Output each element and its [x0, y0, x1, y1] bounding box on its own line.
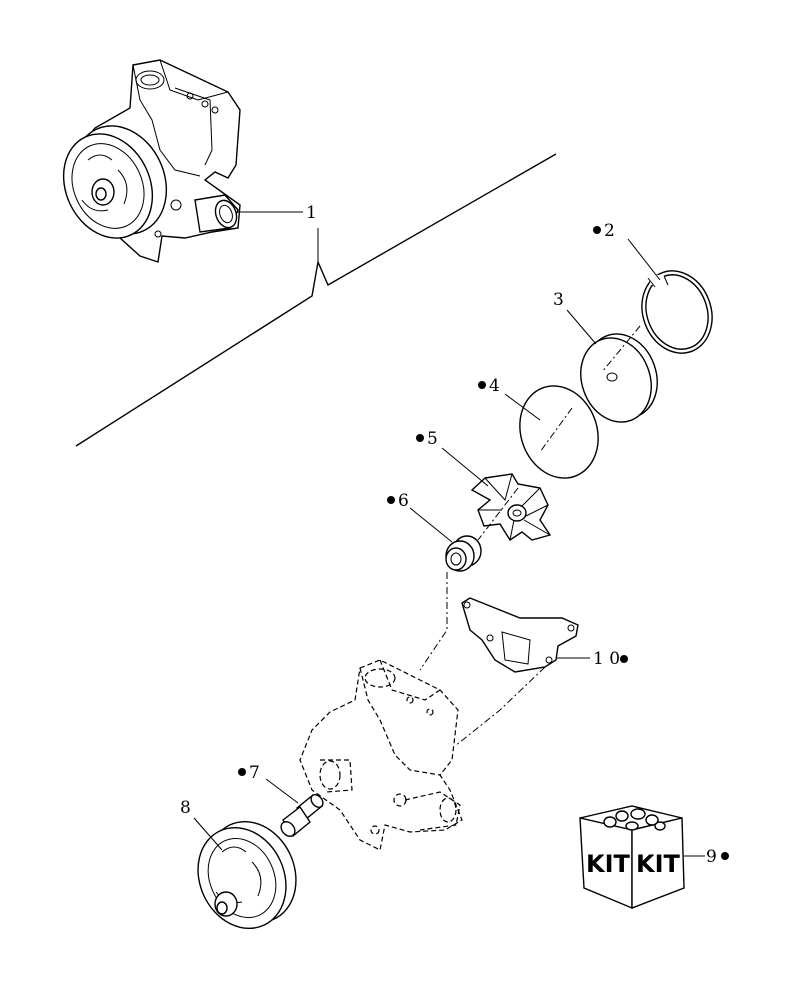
seal-bushing — [445, 535, 482, 572]
callout-7: 7 — [249, 763, 260, 783]
leader-3 — [566, 309, 597, 345]
callout-5: 5 — [427, 429, 438, 449]
axis-line-gasket — [454, 666, 546, 747]
kit-marker-dot-6 — [387, 496, 395, 504]
callout-8: 8 — [180, 798, 191, 818]
seal-plug — [580, 333, 658, 423]
pump-shaft — [280, 794, 324, 838]
kit-marker-dot-9 — [721, 852, 729, 860]
water-pump-assembly — [62, 59, 241, 263]
axis-line-shaft — [419, 572, 448, 671]
kit-marker-dot-2 — [593, 226, 601, 234]
leader-2 — [627, 238, 661, 281]
leader-6 — [409, 507, 453, 543]
kit-contents — [603, 808, 666, 831]
kit-marker-dot-4 — [478, 381, 486, 389]
leader-7 — [265, 778, 299, 804]
pump-housing-phantom — [299, 659, 463, 851]
kit-label-right: KIT — [636, 850, 681, 878]
callout-9: 9 — [706, 847, 717, 867]
callout-1: 1 — [306, 203, 317, 223]
kit-label-left: KIT — [586, 850, 631, 878]
callout-3: 3 — [553, 290, 564, 310]
leader-8 — [193, 817, 223, 851]
pulley — [197, 820, 297, 930]
impeller — [470, 473, 552, 541]
o-ring — [519, 385, 599, 479]
callout-4: 4 — [489, 376, 500, 396]
gasket — [461, 597, 579, 673]
kit-marker-dot-10 — [620, 655, 628, 663]
axis-line-upper — [477, 325, 641, 541]
kit-box: KIT KIT — [579, 805, 685, 910]
leader-5 — [441, 447, 489, 487]
kit-marker-dot-5 — [416, 434, 424, 442]
snap-ring — [641, 270, 713, 354]
leader-4 — [504, 393, 541, 421]
callout-6: 6 — [398, 491, 409, 511]
kit-marker-dot-7 — [238, 768, 246, 776]
callout-2: 2 — [604, 221, 615, 241]
callout-10: 1 0 — [593, 649, 620, 669]
